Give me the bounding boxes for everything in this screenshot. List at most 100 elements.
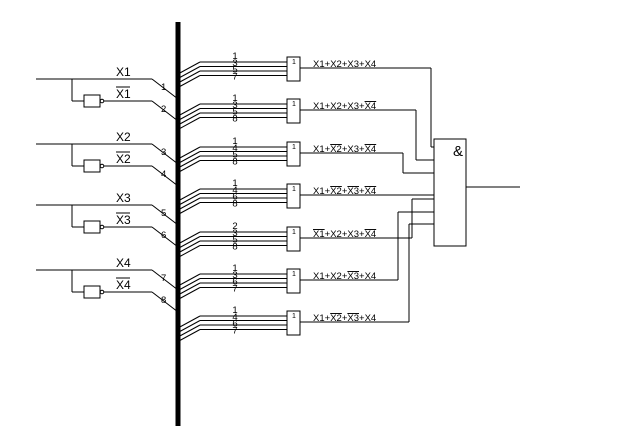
bus-input-wire: [177, 324, 201, 338]
inverter-bubble: [99, 289, 105, 295]
variable: X2: [330, 59, 342, 70]
plus-sign: +: [359, 271, 365, 282]
direct-line: [151, 143, 179, 165]
wire-number: 2: [161, 104, 166, 115]
inverter: [83, 159, 101, 173]
wire-number: 4: [161, 169, 166, 180]
inverter: [83, 285, 101, 299]
variable: X3: [347, 144, 359, 155]
plus-sign: +: [359, 186, 365, 197]
variable: X4: [365, 271, 377, 282]
plus-sign: +: [342, 59, 348, 70]
input-label: X3: [116, 191, 131, 205]
variable: X1: [313, 271, 325, 282]
inverted-variable: X2: [330, 144, 342, 155]
wire-number: 8: [161, 295, 166, 306]
inverted-label: X1: [116, 87, 131, 101]
or-gate-label: 1: [292, 144, 296, 151]
or-gate-label: 1: [292, 186, 296, 193]
plus-sign: +: [342, 313, 348, 324]
direct-line: [151, 269, 179, 291]
bus-input-wire: [177, 236, 201, 249]
variable: X2: [330, 101, 342, 112]
inverted-variable: X3: [347, 271, 359, 282]
wire-number: 3: [161, 147, 166, 158]
bus-tap-number: 5: [232, 235, 237, 246]
bus-tap-number: 6: [232, 277, 237, 288]
wire-number: 6: [161, 230, 166, 241]
inverter-bubble: [99, 224, 105, 230]
bus-tap-number: 5: [232, 65, 237, 76]
bus-input-wire: [177, 245, 201, 258]
or-gate: [286, 183, 301, 209]
term-label: X1+X2+X3+X4: [313, 101, 376, 112]
bus-tap-number: 3: [232, 58, 237, 69]
bus-tap-number: 3: [232, 228, 237, 239]
variable: X3: [347, 59, 359, 70]
and-gate-label: &: [453, 143, 463, 160]
inverted-line: [151, 165, 179, 187]
bus-tap-number: 7: [232, 325, 237, 336]
plus-sign: +: [325, 186, 331, 197]
or-gate: [286, 226, 301, 252]
direct-line: [151, 204, 179, 226]
bus-tap-number: 7: [232, 283, 237, 294]
bus-input-wire: [177, 193, 201, 206]
variable: X3: [347, 229, 359, 240]
bus-input-wire: [177, 117, 201, 130]
or-gate-label: 1: [292, 313, 296, 320]
inverted-line: [151, 226, 179, 248]
variable: X1: [313, 101, 325, 112]
bus-tap-number: 4: [232, 312, 237, 323]
bus-input-wire: [177, 329, 201, 342]
bus-input-wire: [177, 278, 201, 291]
or-gate: [286, 141, 301, 167]
bus-tap-number: 6: [232, 319, 237, 330]
term-label: X1+X2+X3+X4: [313, 229, 376, 240]
bus-input-wire: [177, 70, 201, 84]
bus-input-wire: [177, 202, 201, 215]
plus-sign: +: [342, 186, 348, 197]
term-label: X1+X2+X3+X4: [313, 59, 376, 70]
plus-sign: +: [325, 101, 331, 112]
inverted-variable: X2: [330, 313, 342, 324]
inverted-variable: X4: [365, 186, 377, 197]
or-gate: [286, 310, 301, 336]
bus-tap-number: 1: [232, 136, 237, 147]
bus-tap-number: 1: [232, 263, 237, 274]
plus-sign: +: [325, 59, 331, 70]
variable: X1: [313, 144, 325, 155]
inverted-label: X4: [116, 278, 131, 292]
variable: X1: [313, 313, 325, 324]
inverted-variable: X1: [313, 229, 325, 240]
bus-tap-number: 1: [232, 93, 237, 104]
plus-sign: +: [359, 313, 365, 324]
variable: X2: [330, 271, 342, 282]
wire-number: 1: [161, 82, 166, 93]
or-gate-label: 1: [292, 59, 296, 66]
inverted-line: [151, 291, 179, 313]
bus-input-wire: [177, 273, 201, 287]
inverted-variable: X2: [330, 186, 342, 197]
variable: X2: [330, 229, 342, 240]
inverter-bubble: [99, 163, 105, 169]
plus-sign: +: [359, 59, 365, 70]
plus-sign: +: [325, 271, 331, 282]
bus-input-wire: [177, 151, 201, 164]
bus-input-wire: [177, 108, 201, 121]
plus-sign: +: [359, 101, 365, 112]
plus-sign: +: [359, 144, 365, 155]
plus-sign: +: [325, 229, 331, 240]
bus-input-wire: [177, 282, 201, 296]
bus-input-wire: [177, 320, 201, 333]
variable: X3: [347, 101, 359, 112]
or-gate: [286, 56, 301, 82]
bus-input-wire: [177, 240, 201, 254]
plus-sign: +: [342, 271, 348, 282]
